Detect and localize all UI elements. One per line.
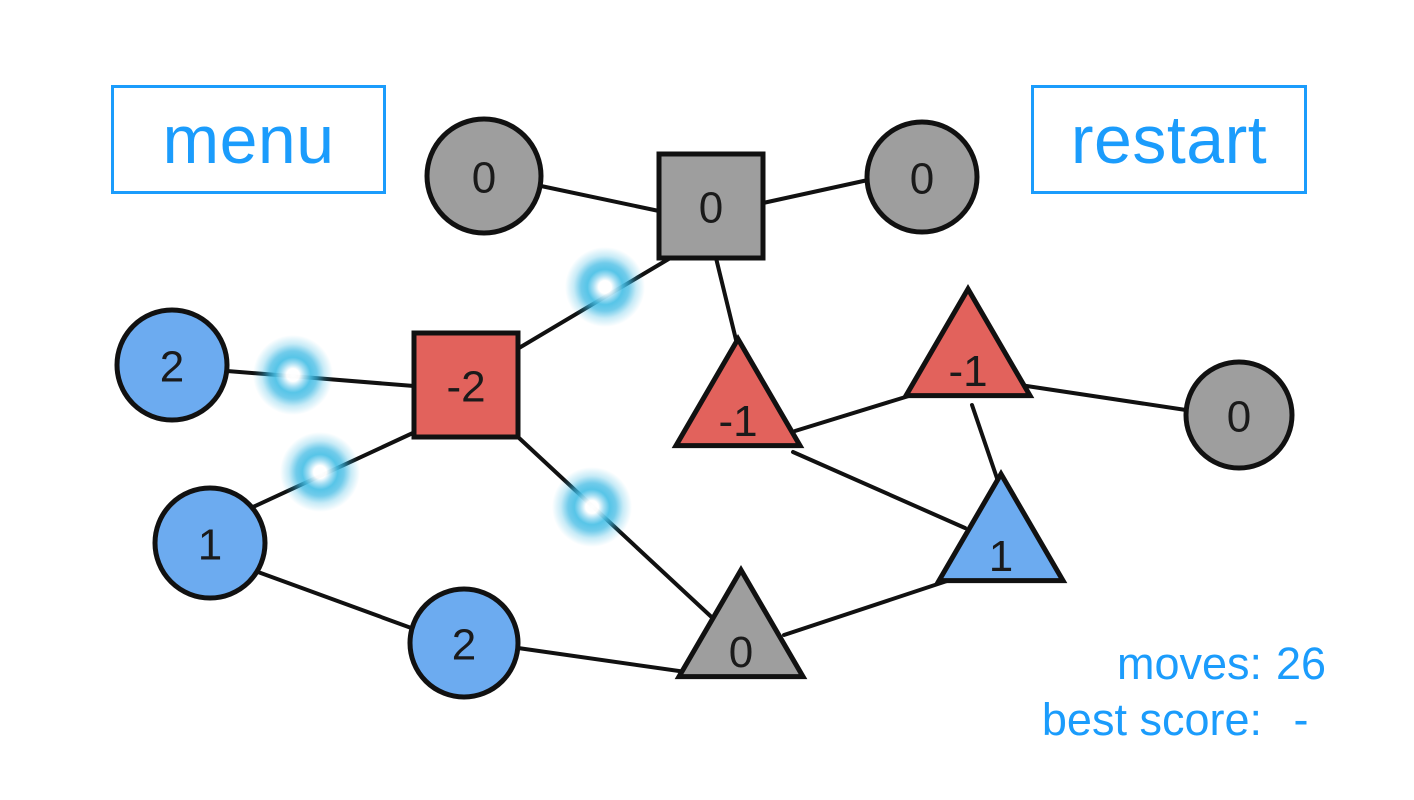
edge-gray-square-to-red-triangle[interactable] [714, 256, 740, 350]
edge-blue-circle-to-blue-circle[interactable] [256, 570, 416, 631]
edge-highlight-marker[interactable] [253, 335, 333, 415]
node-body [674, 565, 808, 680]
edge-gray-circle-to-gray-square[interactable] [539, 184, 661, 213]
node-circle-blue-left-upper[interactable]: 2 [114, 307, 230, 423]
edge-highlight-marker[interactable] [280, 432, 360, 512]
node-body [424, 116, 544, 236]
node-circle-gray-top-left[interactable]: 0 [424, 116, 544, 236]
moves-label: moves: [1116, 638, 1262, 689]
moves-row: moves: 26 [1042, 636, 1340, 692]
node-body [934, 469, 1068, 584]
node-triangle-red-center[interactable]: -1 [671, 334, 805, 449]
node-body [901, 284, 1035, 399]
node-body [656, 151, 766, 261]
edge-red-triangle-to-gray-circle[interactable] [1018, 383, 1188, 412]
edge-gray-square-to-gray-circle[interactable] [761, 178, 870, 205]
node-body [411, 330, 521, 440]
best-score-label: best score: [1041, 693, 1262, 745]
node-body [407, 586, 521, 700]
edge-red-triangle-to-blue-triangle[interactable] [791, 450, 967, 530]
node-circle-blue-left-lower[interactable]: 1 [152, 485, 268, 601]
best-score-row: best score: - [1042, 692, 1340, 748]
edge-blue-circle-to-gray-triangle[interactable] [516, 646, 702, 676]
edge-red-triangle-to-blue-triangle-2[interactable] [970, 403, 1003, 492]
edge-gray-triangle-to-blue-triangle[interactable] [782, 574, 964, 637]
node-body [671, 334, 805, 449]
node-triangle-gray-bottom[interactable]: 0 [674, 565, 808, 680]
node-triangle-red-right[interactable]: -1 [901, 284, 1035, 399]
edge-red-triangle-to-red-triangle[interactable] [793, 393, 914, 433]
score-panel: moves: 26 best score: - [1042, 636, 1340, 748]
node-body [864, 119, 980, 235]
edge-highlight-marker[interactable] [552, 467, 632, 547]
node-square-gray-top[interactable]: 0 [656, 151, 766, 261]
node-body [1183, 359, 1295, 471]
node-body [114, 307, 230, 423]
glow-markers-layer [253, 247, 645, 547]
node-circle-gray-top-right[interactable]: 0 [864, 119, 980, 235]
best-score-value: - [1293, 693, 1309, 745]
edge-highlight-marker[interactable] [565, 247, 645, 327]
node-body [152, 485, 268, 601]
node-circle-blue-bottom[interactable]: 2 [407, 586, 521, 700]
node-triangle-blue-right[interactable]: 1 [934, 469, 1068, 584]
menu-button[interactable]: menu [111, 85, 386, 194]
node-square-red-center[interactable]: -2 [411, 330, 521, 440]
node-circle-gray-right[interactable]: 0 [1183, 359, 1295, 471]
restart-button[interactable]: restart [1031, 85, 1307, 194]
moves-value: 26 [1275, 638, 1327, 689]
